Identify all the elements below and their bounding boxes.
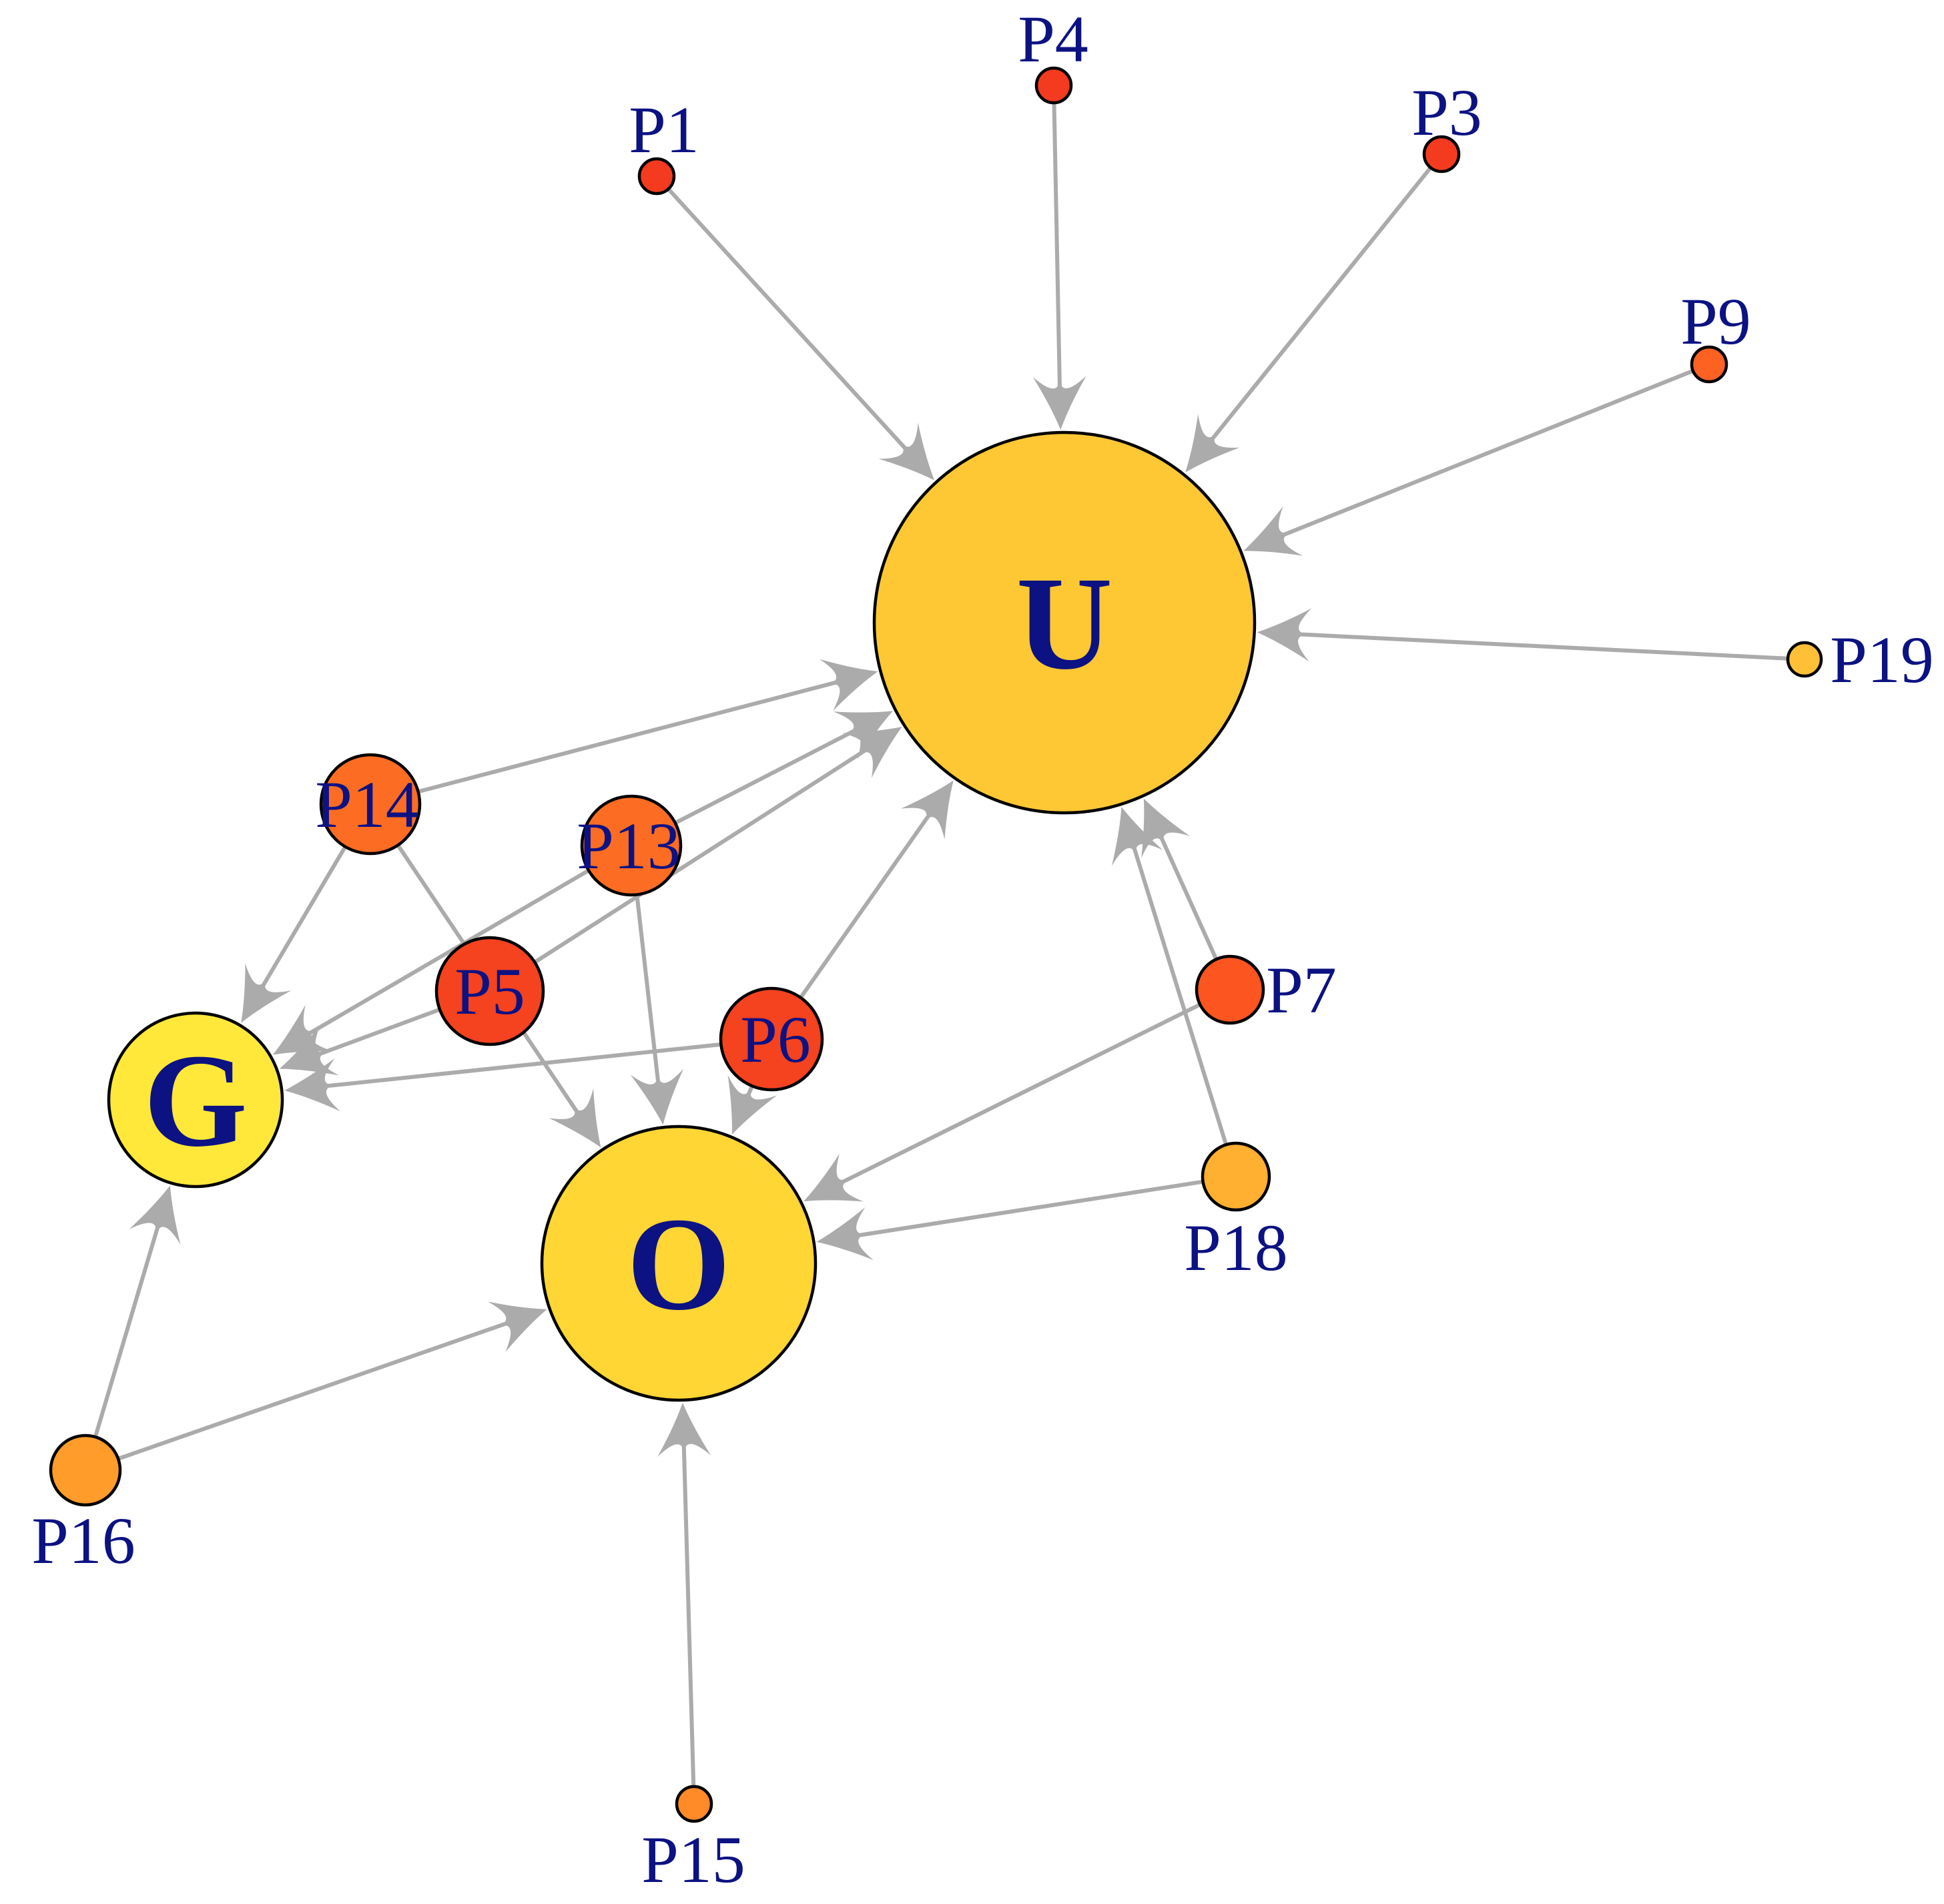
- arrowhead-P6-U: [900, 780, 954, 840]
- node-label-p14: P14: [315, 767, 419, 842]
- arrowhead-P9-U: [1243, 506, 1303, 556]
- arrowhead-P5-G: [279, 1025, 339, 1076]
- node-p3[interactable]: [1422, 135, 1461, 174]
- node-p1[interactable]: [637, 157, 676, 196]
- edge-P15-O: [657, 1402, 711, 1787]
- arrowhead-P4-U: [1032, 376, 1086, 430]
- node-p7[interactable]: [1195, 954, 1265, 1025]
- arrowhead-P3-U: [1185, 414, 1240, 472]
- node-p15[interactable]: [675, 1785, 713, 1823]
- node-p4[interactable]: [1034, 66, 1073, 105]
- edge-P18-O: [816, 1179, 1204, 1261]
- edge-P4-U: [1032, 102, 1086, 430]
- edge-P13-G: [272, 868, 590, 1055]
- node-label-p7: P7: [1266, 953, 1337, 1027]
- node-p13[interactable]: [580, 794, 683, 897]
- node-label-p4: P4: [1018, 2, 1088, 76]
- arrowhead-P18-U: [1111, 807, 1163, 866]
- node-label-p6: P6: [740, 1002, 811, 1076]
- node-label-p18: P18: [1184, 1211, 1288, 1285]
- node-label-g: G: [143, 1027, 248, 1175]
- node-label-p19: P19: [1830, 623, 1934, 697]
- edge-P16-G: [93, 1185, 181, 1438]
- node-label-p15: P15: [641, 1823, 745, 1897]
- edge-P13-U: [674, 711, 894, 825]
- edge-P13-O: [630, 894, 684, 1125]
- edge-P18-U: [1111, 807, 1229, 1146]
- node-p14[interactable]: [319, 753, 422, 856]
- edge-P5-U: [533, 726, 902, 964]
- edge-P5-G: [279, 1007, 441, 1076]
- node-label-p5: P5: [454, 954, 525, 1028]
- arrowhead-P18-O: [816, 1207, 874, 1261]
- node-p16[interactable]: [49, 1434, 122, 1507]
- node-p19[interactable]: [1786, 641, 1823, 678]
- edge-P6-O: [727, 1074, 777, 1135]
- node-u[interactable]: [872, 430, 1257, 815]
- node-label-p3: P3: [1411, 75, 1482, 149]
- node-label-p9: P9: [1680, 284, 1751, 358]
- edges-layer: [93, 102, 1789, 1787]
- node-o[interactable]: [540, 1125, 818, 1402]
- node-g[interactable]: [107, 1011, 284, 1189]
- arrowhead-P19-U: [1257, 608, 1312, 662]
- node-label-p1: P1: [629, 93, 699, 167]
- node-label-u: U: [1016, 550, 1112, 697]
- node-label-p13: P13: [577, 809, 681, 883]
- arrowhead-P6-O: [727, 1074, 777, 1135]
- arrowhead-P6-G: [284, 1058, 341, 1112]
- arrowhead-P15-O: [657, 1402, 711, 1458]
- arrowhead-P7-O: [803, 1153, 864, 1202]
- edge-P7-U: [1141, 798, 1219, 960]
- arrowhead-P7-U: [1141, 798, 1191, 858]
- node-p9[interactable]: [1690, 345, 1728, 384]
- arrowhead-P13-O: [630, 1068, 684, 1125]
- arrowhead-P5-U: [842, 726, 902, 778]
- arrowhead-P14-O: [549, 1088, 601, 1148]
- edge-P14-G: [241, 846, 347, 1023]
- arrowhead-P14-G: [241, 963, 292, 1023]
- node-label-p16: P16: [31, 1504, 135, 1578]
- node-p6[interactable]: [719, 986, 824, 1092]
- arrowhead-P14-U: [819, 659, 878, 711]
- edge-P6-U: [799, 780, 954, 999]
- edge-P19-U: [1257, 608, 1789, 662]
- edge-P7-O: [803, 1002, 1201, 1202]
- edge-P3-U: [1185, 166, 1433, 472]
- arrowhead-P16-O: [487, 1301, 547, 1352]
- node-label-o: O: [627, 1191, 731, 1338]
- edge-P1-U: [667, 188, 935, 481]
- edge-P14-U: [417, 659, 878, 794]
- arrowhead-P16-G: [129, 1185, 181, 1245]
- node-p5[interactable]: [434, 936, 545, 1046]
- node-p18[interactable]: [1201, 1141, 1271, 1212]
- edge-P16-O: [117, 1301, 547, 1461]
- arrowhead-P13-G: [272, 1004, 332, 1055]
- arrowhead-P1-U: [878, 422, 935, 481]
- nodes-layer: [49, 66, 1823, 1823]
- edge-P9-U: [1243, 368, 1694, 556]
